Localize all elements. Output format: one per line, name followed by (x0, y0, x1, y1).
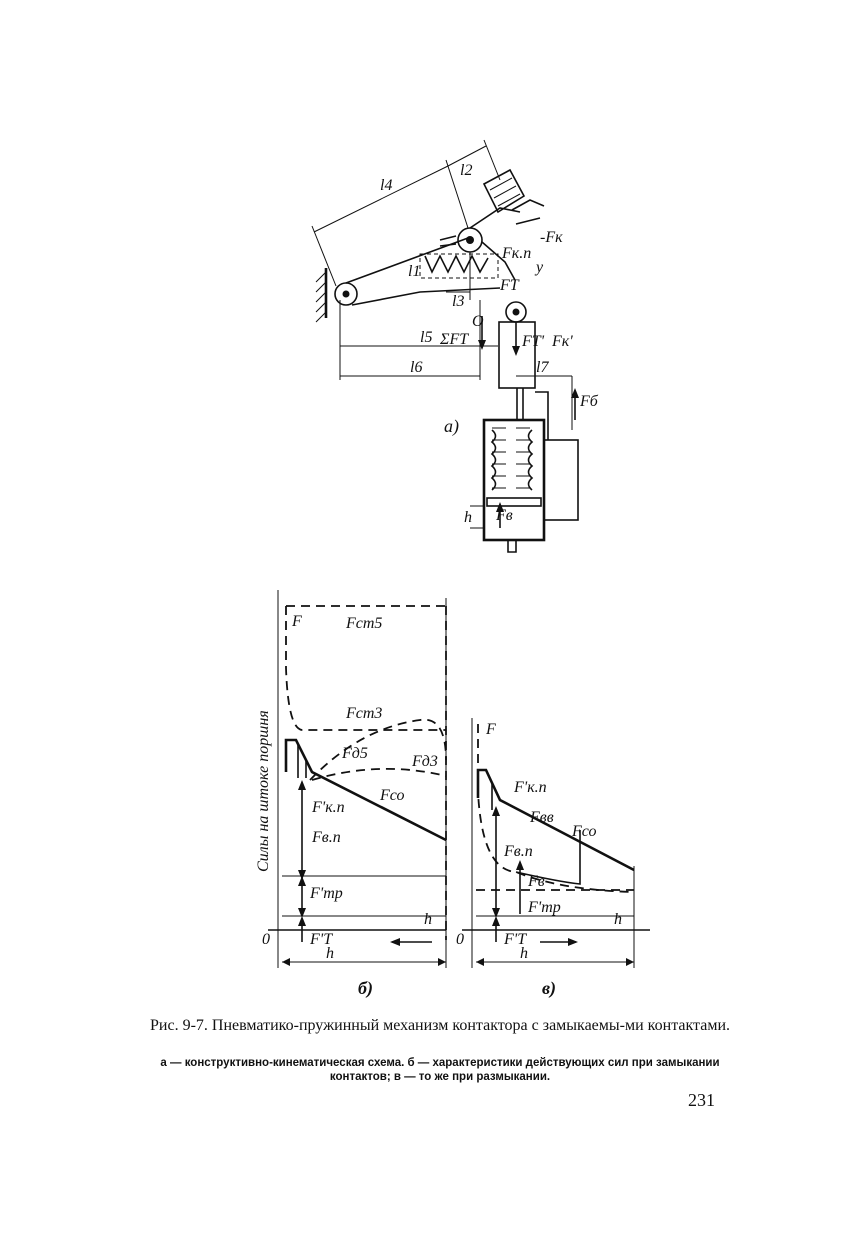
label-ft-prime: FТ' (521, 333, 545, 350)
chart-closing: Fст5 F Fст3 Fд5 Fд3 F'к.п Fсо Fв.п F'тр … (255, 590, 447, 999)
label-h-ref-b: h (424, 911, 432, 928)
label-fd3: Fд3 (411, 753, 438, 770)
label-h: h (464, 509, 472, 526)
label-h-axis-b: h (326, 945, 334, 962)
panel-a-label: а) (444, 416, 459, 437)
label-ftr-c: F'тр (527, 899, 561, 916)
label-sum-ft: ΣFТ (439, 331, 469, 348)
label-l2: l2 (460, 162, 472, 179)
label-origin-c: 0 (456, 931, 464, 948)
y-axis-label: Силы на штоке поршня (255, 710, 272, 872)
label-origin-b: 0 (262, 931, 270, 948)
panel-c-label: в) (542, 978, 556, 999)
caption-note: а — конструктивно-кинематическая схема. … (160, 1057, 720, 1083)
label-f-c: F (485, 721, 496, 738)
label-l4: l4 (380, 177, 392, 194)
page-number: 231 (688, 1090, 715, 1110)
label-fkp-b: F'к.п (311, 799, 345, 816)
label-ftr-b: F'тр (309, 885, 343, 902)
panel-b-label: б) (358, 978, 373, 999)
label-l5: l5 (420, 329, 432, 346)
label-l6: l6 (410, 359, 422, 376)
label-l7: l7 (536, 359, 549, 376)
figure-caption: Рис. 9-7. Пневматико-пружинный механизм … (150, 1017, 731, 1034)
label-fv: Fв (495, 507, 513, 524)
label-fco-c: Fсо (571, 823, 596, 840)
label-ft: FТ (499, 277, 520, 294)
mechanism-schematic: l4 l2 l1 l3 l5 l6 l7 -Fк Fк.п у FТ О ΣFТ… (311, 139, 599, 553)
label-y: у (534, 259, 544, 276)
label-fco-b: Fсо (379, 787, 404, 804)
label-fvp-c: Fв.п (503, 843, 533, 860)
label-fd5: Fд5 (341, 745, 368, 762)
label-fb: Fб (579, 393, 599, 410)
chart-opening: F F'к.п Fвв Fсо Fв.п Fв F'тр h 0 F'Т h в… (456, 718, 650, 999)
label-l3: l3 (452, 293, 464, 310)
label-h-ref-c: h (614, 911, 622, 928)
label-o: О (472, 313, 484, 330)
label-ft-c: F'Т (503, 931, 527, 948)
label-fkp: Fк.п (501, 245, 531, 262)
label-fkp-c: F'к.п (513, 779, 547, 796)
label-f-b: F (291, 613, 302, 630)
label-fk: -Fк (540, 229, 563, 246)
label-ft-b: F'Т (309, 931, 333, 948)
label-fk-prime: Fк' (551, 333, 573, 350)
label-h-axis-c: h (520, 945, 528, 962)
label-l1: l1 (408, 263, 420, 280)
label-fst5: Fст5 (345, 615, 382, 632)
label-fvp-b: Fв.п (311, 829, 341, 846)
label-fvv: Fвв (529, 809, 554, 826)
label-fst3: Fст3 (345, 705, 382, 722)
label-fv-c: Fв (527, 873, 545, 890)
